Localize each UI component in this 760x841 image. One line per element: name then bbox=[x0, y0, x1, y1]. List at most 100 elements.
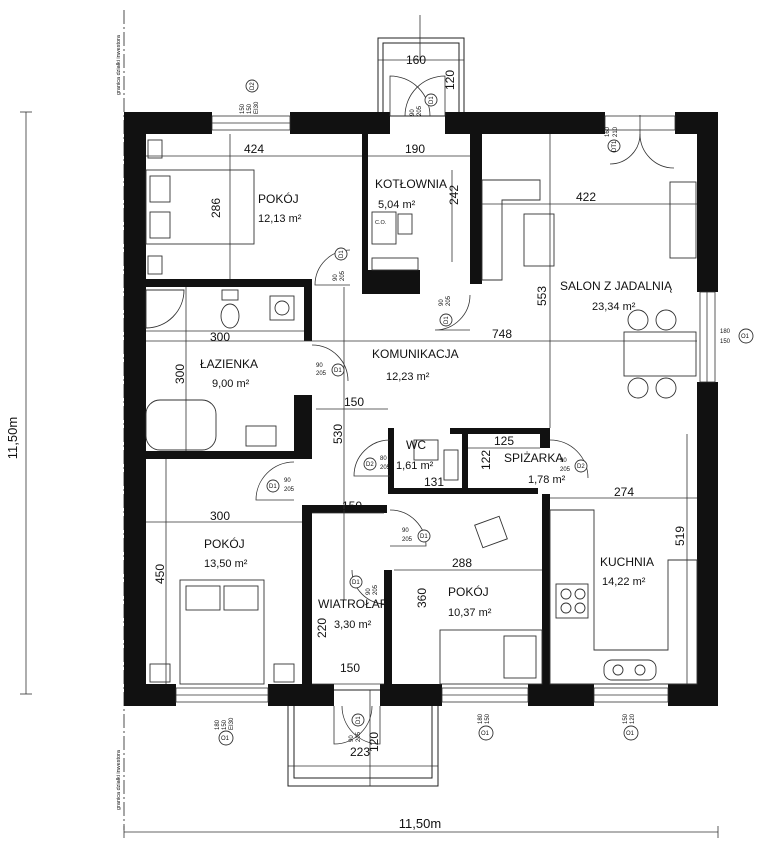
dim-286: 286 bbox=[209, 198, 223, 218]
room-name-pokoj3: POKÓJ bbox=[448, 584, 489, 599]
outer-walls bbox=[124, 112, 718, 706]
room-name-kuchnia: KUCHNIA bbox=[600, 555, 654, 569]
tag-120-br: 120 bbox=[630, 713, 636, 724]
dimension-labels: 424 286 190 242 422 553 748 300 300 150 … bbox=[153, 53, 687, 759]
tag-d2-wc-circle bbox=[363, 457, 377, 471]
tag-o1-bl: O1 bbox=[221, 736, 230, 742]
dim-519: 519 bbox=[673, 526, 687, 546]
tag-180-bm: 180 bbox=[478, 713, 484, 724]
tag-80-wc: 80 bbox=[380, 456, 387, 462]
tag-150-right: 150 bbox=[720, 339, 731, 345]
room-labels: POKÓJ 12,13 m² KOTŁOWNIA 5,04 m² SALON Z… bbox=[200, 177, 673, 631]
dim-300-c: 300 bbox=[210, 509, 230, 523]
tag-d1-back-circle bbox=[424, 93, 438, 107]
tag-d1-p2-circle bbox=[266, 479, 280, 493]
room-name-komunikacja: KOMUNIKACJA bbox=[372, 347, 459, 361]
tag-205-sp: 205 bbox=[560, 467, 571, 473]
tag-90-sp: 90 bbox=[560, 458, 567, 464]
dim-288: 288 bbox=[452, 556, 472, 570]
boundary-label-bottom: granica działki inwestora bbox=[116, 749, 122, 810]
tag-o1-bm: O1 bbox=[481, 731, 490, 737]
tag-90-kot: 90 bbox=[333, 274, 339, 281]
dim-223: 223 bbox=[350, 745, 370, 759]
tag-o1-bm-circle bbox=[478, 725, 494, 741]
tag-150-bl: 150 bbox=[222, 719, 228, 730]
room-name-kotlownia: KOTŁOWNIA bbox=[375, 177, 447, 191]
room-area-pokoj2: 13,50 m² bbox=[204, 558, 248, 570]
tag-210-dt1: 210 bbox=[613, 126, 619, 137]
tag-205-wia: 205 bbox=[373, 584, 379, 595]
tag-d1-salon-circle bbox=[439, 313, 453, 327]
tag-d2-top: D2 bbox=[250, 82, 256, 90]
tag-d1-salon: D1 bbox=[444, 316, 450, 324]
dim-125: 125 bbox=[494, 434, 514, 448]
tag-d1-back: D1 bbox=[429, 96, 435, 104]
tag-d1-p2: D1 bbox=[269, 484, 277, 490]
tag-90-p3: 90 bbox=[402, 528, 409, 534]
room-area-kotlownia: 5,04 m² bbox=[378, 199, 416, 211]
tag-205-front: 205 bbox=[356, 731, 362, 742]
tag-205-back: 205 bbox=[417, 105, 423, 116]
opening-tags: 90 205 D1 D2 150 150 EI30 DT1 160 210 18… bbox=[215, 79, 754, 746]
tag-d2-top-circle bbox=[245, 79, 259, 93]
dim-300-a: 300 bbox=[210, 330, 230, 344]
tag-205-salon: 205 bbox=[446, 295, 452, 306]
tag-205-laz: 205 bbox=[316, 371, 327, 377]
furniture bbox=[145, 139, 698, 685]
tag-205-p2: 205 bbox=[284, 487, 295, 493]
tag-180-bl: 180 bbox=[215, 719, 221, 730]
dim-150-c: 150 bbox=[340, 661, 360, 675]
boiler-label: C.O. bbox=[375, 220, 387, 226]
tag-205-wc: 205 bbox=[380, 465, 391, 471]
tag-d1-front: D1 bbox=[356, 716, 362, 724]
tag-90-front: 90 bbox=[349, 735, 355, 742]
tag-ei30-bl: EI30 bbox=[229, 717, 235, 730]
room-area-wc: 1,61 m² bbox=[396, 460, 434, 472]
tag-d1-wia-circle bbox=[349, 575, 363, 589]
tag-180-right: 180 bbox=[720, 329, 731, 335]
dim-300-b: 300 bbox=[173, 364, 187, 384]
tag-160-dt1: 160 bbox=[605, 126, 611, 137]
tag-90-salon: 90 bbox=[439, 299, 445, 306]
tag-d1-front-circle bbox=[351, 713, 365, 727]
tag-dt1: DT1 bbox=[612, 140, 618, 152]
tag-ei30-top: EI30 bbox=[254, 101, 260, 114]
room-name-wc: WC bbox=[406, 438, 426, 452]
dim-120-b: 120 bbox=[367, 732, 381, 752]
tag-d2-sp: D2 bbox=[577, 464, 585, 470]
overall-width-label: 11,50m bbox=[399, 816, 441, 831]
tag-150-top-2: 150 bbox=[247, 103, 253, 114]
doors bbox=[255, 75, 675, 745]
tag-dt1-circle bbox=[607, 139, 621, 153]
tag-d1-kot-circle bbox=[334, 247, 348, 261]
room-area-pokoj3: 10,37 m² bbox=[448, 607, 492, 619]
room-area-spizarka: 1,78 m² bbox=[528, 474, 566, 486]
tag-d2-wc: D2 bbox=[366, 462, 374, 468]
room-area-lazienka: 9,00 m² bbox=[212, 378, 250, 390]
room-name-salon: SALON Z JADALNIĄ bbox=[560, 279, 673, 293]
tag-d2-sp-circle bbox=[574, 459, 588, 473]
room-name-pokoj1: POKÓJ bbox=[258, 191, 299, 206]
dim-220: 220 bbox=[315, 618, 329, 638]
room-area-kuchnia: 14,22 m² bbox=[602, 576, 646, 588]
tag-205-kot: 205 bbox=[340, 270, 346, 281]
porches bbox=[287, 15, 465, 787]
interior-dim-lines bbox=[146, 134, 697, 685]
dim-450: 450 bbox=[153, 564, 167, 584]
dim-150-a: 150 bbox=[344, 395, 364, 409]
room-name-lazienka: ŁAZIENKA bbox=[200, 357, 258, 371]
tag-o1-br: O1 bbox=[626, 731, 635, 737]
dim-122: 122 bbox=[479, 450, 493, 470]
tag-d1-p3: D1 bbox=[420, 534, 428, 540]
tag-90-p2: 90 bbox=[284, 478, 291, 484]
dim-748: 748 bbox=[492, 327, 512, 341]
tag-90-laz: 90 bbox=[316, 363, 323, 369]
dim-150-b: 150 bbox=[342, 499, 362, 513]
dim-360: 360 bbox=[415, 588, 429, 608]
windows bbox=[175, 115, 716, 703]
dim-422: 422 bbox=[576, 190, 596, 204]
tag-o1-right: O1 bbox=[741, 334, 750, 340]
tag-o1-br-circle bbox=[623, 725, 639, 741]
overall-height-label: 11,50m bbox=[5, 417, 20, 459]
